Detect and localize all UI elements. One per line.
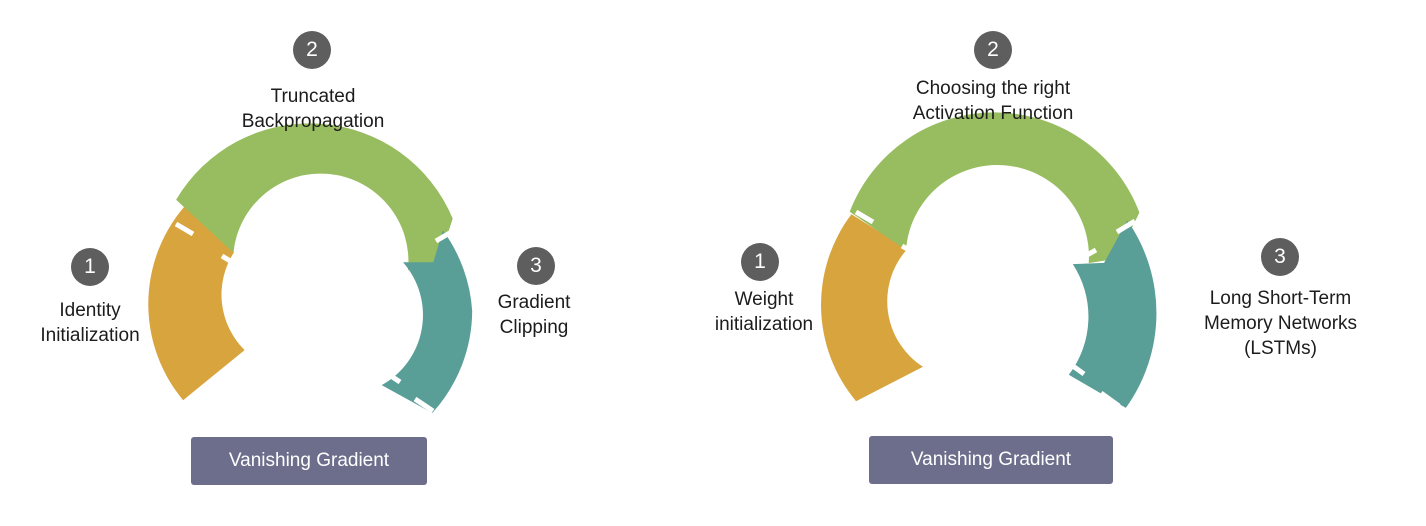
step-label-1: Weight initialization: [714, 289, 814, 335]
step-label-3: Long Short-Term Memory Networks (LSTMs): [1203, 288, 1358, 359]
step-label-2: Truncated Backpropagation: [241, 86, 385, 132]
arch-segment-1: [821, 214, 923, 402]
step-badge-3: 3: [1261, 238, 1299, 276]
arch-segment-3: [1068, 220, 1157, 408]
footer-label: Vanishing Gradient: [191, 437, 427, 485]
arch-segment-2: [849, 112, 1140, 264]
step-badge-1: 1: [71, 248, 109, 286]
step-label-3: Gradient Clipping: [497, 292, 571, 338]
diagram-panel-right: 1 Weight initialization 2 Choosing the r…: [713, 0, 1426, 526]
diagram-panel-left: 1 Identity Initialization 2 Truncated Ba…: [40, 31, 571, 485]
step-label-1: Identity Initialization: [40, 300, 140, 346]
step-label-2: Choosing the right Activation Function: [912, 78, 1074, 124]
segment-separators: [854, 209, 1137, 409]
footer-label: Vanishing Gradient: [869, 436, 1113, 484]
step-badge-2: 2: [293, 31, 331, 69]
arch-segment-1: [148, 190, 245, 401]
step-badge-2: 2: [974, 31, 1012, 69]
step-badge-3: 3: [517, 247, 555, 285]
gauge-arch: [821, 112, 1157, 409]
arch-segment-2: [176, 123, 453, 271]
gauge-arch: [148, 123, 473, 414]
arch-segment-3: [381, 230, 473, 413]
segment-separators: [174, 221, 455, 414]
step-badge-1: 1: [741, 243, 779, 281]
